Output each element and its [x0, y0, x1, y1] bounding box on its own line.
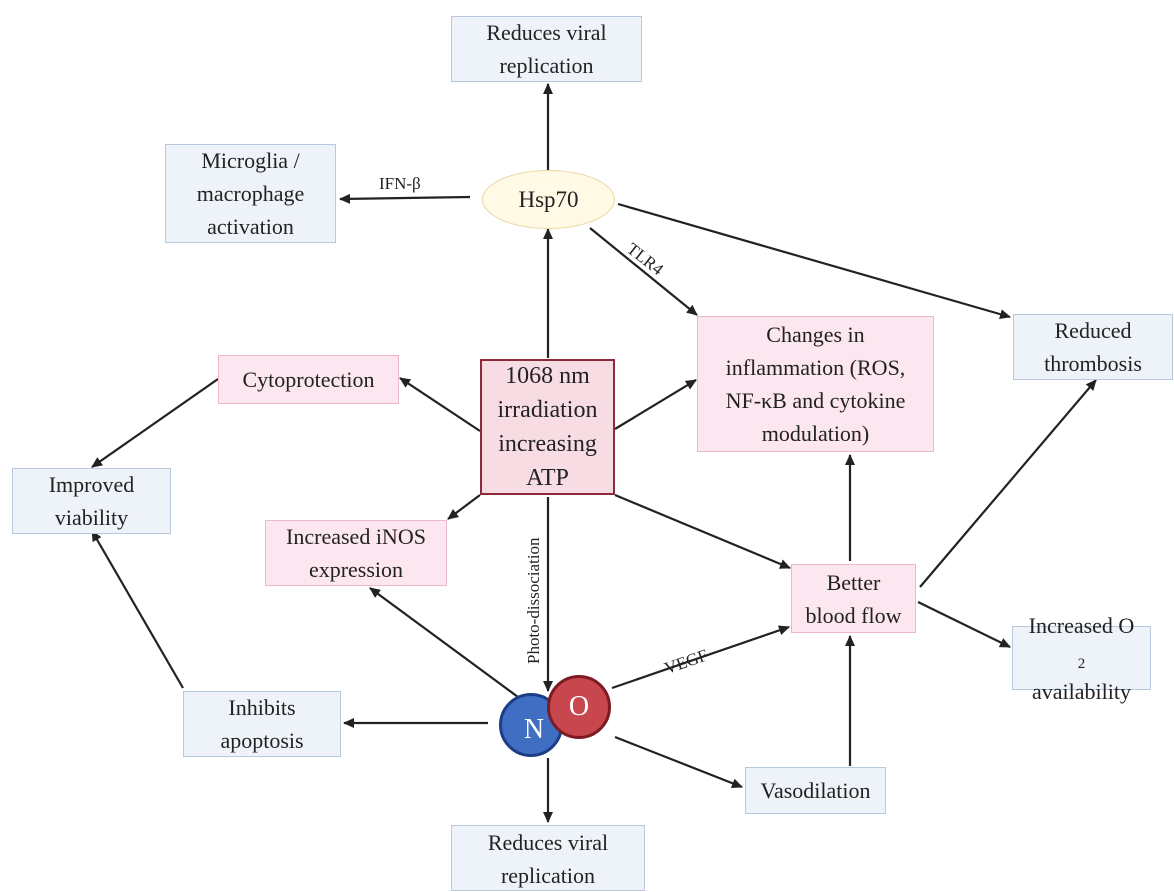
microglia-activation-node: Microglia / macrophage activation — [165, 144, 336, 243]
oxygen-atom-icon: O — [547, 675, 611, 739]
edge-bloodflow-thrombosis — [919, 379, 1097, 588]
node-line: viability — [54, 505, 129, 530]
reduces-viral-replication-bottom-node: Reduces viral replication — [451, 825, 645, 891]
edge-center-inflammation — [614, 379, 697, 430]
oxygen-label: O — [568, 691, 590, 722]
node-line: thrombosis — [1044, 351, 1142, 376]
inhibits-apoptosis-node: Inhibits apoptosis — [183, 691, 341, 757]
node-line: Inhibits — [228, 695, 296, 720]
o2-text: Increased O — [1028, 612, 1135, 638]
vasodilation-node: Vasodilation — [745, 767, 886, 814]
reduced-thrombosis-node: Reduced thrombosis — [1013, 314, 1173, 380]
o2-subscript: 2 — [1077, 655, 1086, 672]
edge-apoptosis-viability — [91, 530, 184, 689]
vasodilation-label: Vasodilation — [760, 778, 871, 803]
node-line: Reduced — [1054, 318, 1132, 343]
edge-center-inos — [447, 494, 481, 520]
reduces-viral-replication-top-node: Reduces viral replication — [451, 16, 642, 82]
improved-viability-node: Improved viability — [12, 468, 171, 534]
node-line: expression — [308, 557, 404, 582]
node-line: ATP — [526, 465, 569, 491]
nitrogen-label: N — [523, 714, 545, 745]
edge-bloodflow-o2 — [917, 601, 1011, 648]
edge-center-bloodflow — [614, 493, 791, 570]
photo-dissociation-label: Photo-dissociation — [524, 537, 543, 664]
node-line: Better — [826, 569, 881, 595]
increased-inos-node: Increased iNOS expression — [265, 520, 447, 586]
cytoprotection-label: Cytoprotection — [242, 367, 375, 392]
node-line: NF-κB and cytokine — [725, 388, 906, 413]
o2-line-2: availability — [1032, 678, 1131, 704]
node-line: modulation) — [761, 421, 870, 446]
edge-no-bloodflow — [611, 625, 790, 690]
hsp70-label: Hsp70 — [518, 186, 579, 212]
edge-hsp70-thrombosis — [617, 202, 1011, 320]
node-line: inflammation (ROS, — [725, 355, 906, 380]
node-line: macrophage — [196, 181, 305, 206]
node-line: 1068 nm — [505, 363, 590, 389]
cytoprotection-node: Cytoprotection — [218, 355, 399, 404]
edge-no-inos — [369, 587, 519, 698]
node-line: Reduces viral — [486, 20, 607, 45]
node-line: Improved — [48, 472, 135, 497]
node-line: irradiation — [497, 397, 598, 423]
node-line: replication — [499, 53, 594, 78]
node-line: replication — [500, 863, 596, 888]
o2-line-1: Increased O 2 — [1029, 609, 1135, 675]
node-line: apoptosis — [220, 728, 304, 753]
edge-cyto-viability — [91, 378, 219, 468]
node-line: blood flow — [805, 602, 902, 628]
edge-no-vasodilation — [614, 735, 743, 789]
better-blood-flow-node: Better blood flow — [791, 564, 916, 633]
edge-hsp70-inflammation — [589, 227, 698, 316]
node-line: increasing — [498, 431, 597, 457]
inflammation-node: Changes in inflammation (ROS, NF-κB and cy… — [697, 316, 934, 452]
increased-o2-node: Increased O 2 availability — [1012, 613, 1151, 704]
edge-center-cytoprotection — [399, 377, 481, 432]
edge-hsp70-microglia — [339, 193, 471, 204]
node-line: Reduces viral — [487, 830, 609, 855]
node-line: activation — [207, 214, 294, 239]
node-line: Microglia / — [201, 148, 300, 173]
node-line: Increased iNOS — [286, 524, 426, 549]
hsp70-node: Hsp70 — [482, 170, 615, 229]
node-line: Changes in — [766, 322, 865, 347]
ifn-beta-label: IFN-β — [379, 174, 421, 193]
